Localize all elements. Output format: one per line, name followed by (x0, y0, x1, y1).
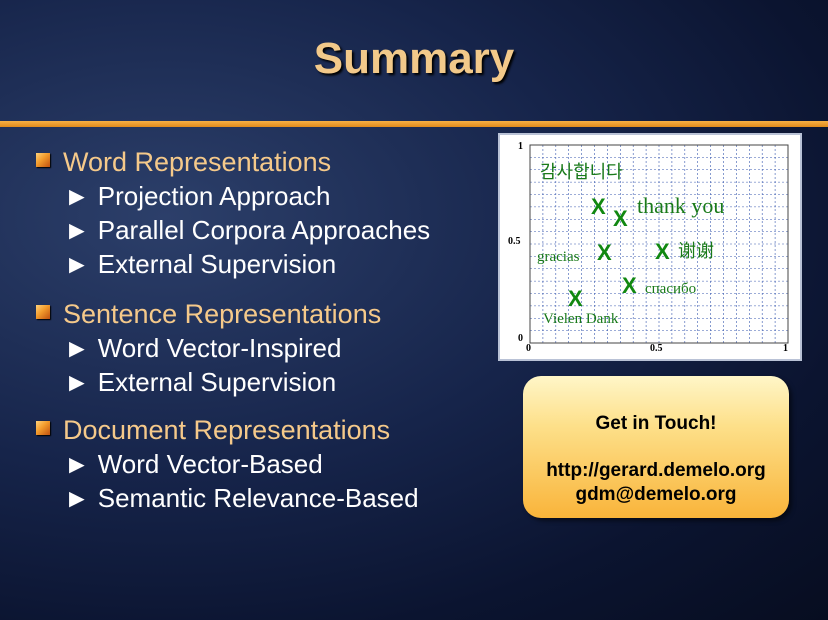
list-item: ►Word Vector-Inspired (64, 331, 381, 365)
point-marker: X (613, 206, 628, 231)
list-item-label: External Supervision (97, 367, 337, 397)
word-label-german: Vielen Dank (543, 311, 619, 327)
point-marker: X (622, 273, 637, 298)
contact-box: Get in Touch! http://gerard.demelo.org g… (523, 376, 789, 518)
plot-grid (530, 145, 788, 343)
point-marker: X (655, 239, 670, 264)
contact-title: Get in Touch! (595, 413, 717, 434)
word-label-english: thank you (637, 193, 724, 218)
contact-email-link[interactable]: gdm@demelo.org (575, 484, 737, 505)
section-document-representations: Document Representations ►Word Vector-Ba… (36, 413, 419, 515)
x-tick-label: 0.5 (650, 343, 663, 354)
title-divider (0, 121, 828, 127)
list-item-label: Word Vector-Inspired (97, 333, 342, 363)
bullet-icon (36, 421, 50, 435)
x-tick-label: 1 (783, 343, 788, 354)
word-label-spanish: gracias (537, 249, 580, 265)
arrow-icon: ► (64, 367, 90, 397)
section-heading: Word Representations (63, 147, 332, 177)
bullet-icon (36, 153, 50, 167)
arrow-icon: ► (64, 483, 90, 513)
y-tick-label: 0 (518, 333, 523, 344)
list-item-label: Parallel Corpora Approaches (97, 215, 431, 245)
arrow-icon: ► (64, 333, 90, 363)
y-tick-label: 0.5 (508, 236, 521, 247)
arrow-icon: ► (64, 249, 90, 279)
list-item-label: Semantic Relevance-Based (97, 483, 419, 513)
y-tick-label: 1 (518, 141, 523, 152)
list-item: ►Parallel Corpora Approaches (64, 213, 430, 247)
word-label-chinese: 谢谢 (678, 241, 714, 262)
contact-url-link[interactable]: http://gerard.demelo.org (546, 460, 766, 481)
arrow-icon: ► (64, 181, 90, 211)
bullet-icon (36, 305, 50, 319)
list-item: ►Word Vector-Based (64, 447, 419, 481)
list-item-label: Projection Approach (97, 181, 331, 211)
arrow-icon: ► (64, 215, 90, 245)
list-item: ►Semantic Relevance-Based (64, 481, 419, 515)
word-label-russian: спасибо (645, 281, 696, 297)
list-item: ►Projection Approach (64, 179, 430, 213)
section-heading: Sentence Representations (63, 299, 382, 329)
list-item: ►External Supervision (64, 247, 430, 281)
list-item-label: External Supervision (97, 249, 337, 279)
embedding-plot-svg: 1 0.5 0 0 0.5 1 감사합니다 thank you gracias … (508, 141, 789, 354)
section-sentence-representations: Sentence Representations ►Word Vector-In… (36, 297, 381, 399)
point-marker: X (597, 240, 612, 265)
embedding-plot: 1 0.5 0 0 0.5 1 감사합니다 thank you gracias … (498, 133, 802, 361)
arrow-icon: ► (64, 449, 90, 479)
word-label-korean: 감사합니다 (540, 162, 623, 183)
slide-title: Summary (313, 34, 515, 83)
plot-frame (529, 144, 789, 344)
section-word-representations: Word Representations ►Projection Approac… (36, 145, 430, 281)
x-tick-label: 0 (526, 343, 531, 354)
section-heading: Document Representations (63, 415, 391, 445)
point-marker: X (591, 194, 606, 219)
point-marker: X (568, 286, 583, 311)
list-item-label: Word Vector-Based (97, 449, 323, 479)
list-item: ►External Supervision (64, 365, 381, 399)
